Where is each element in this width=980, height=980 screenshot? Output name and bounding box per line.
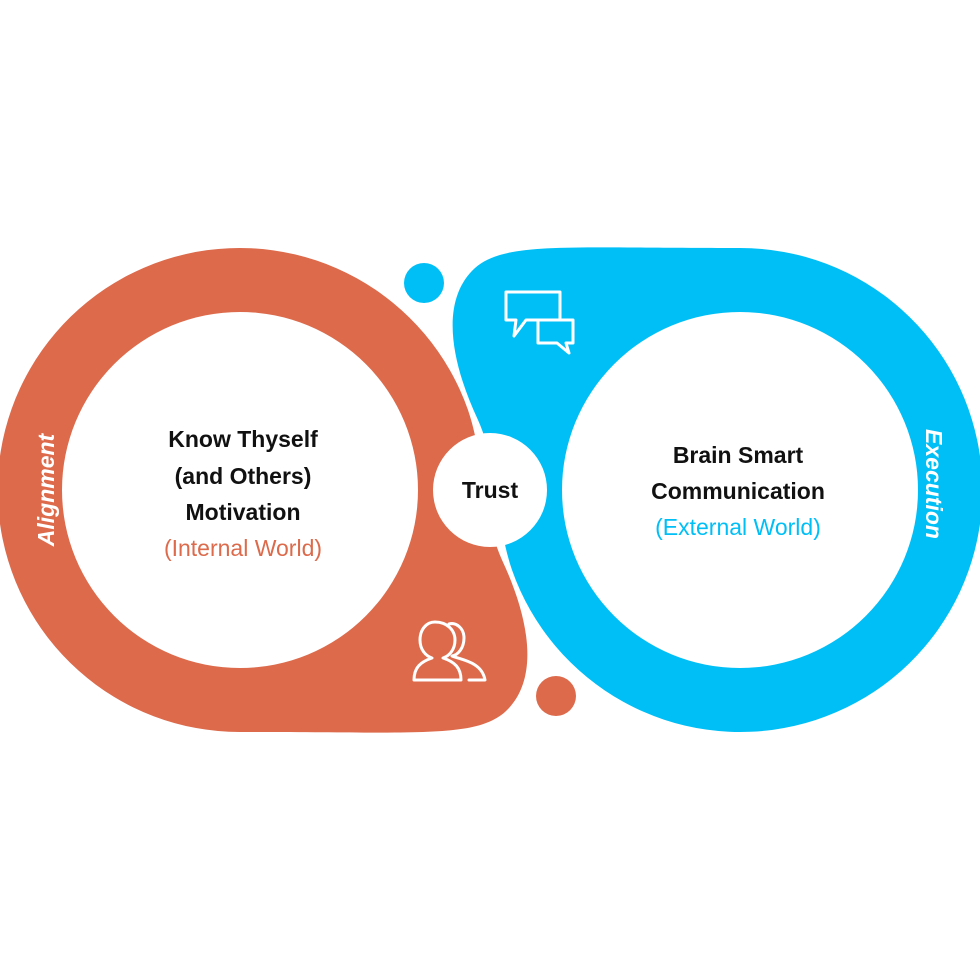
right-line-2: Communication	[651, 478, 825, 504]
blue-dot	[404, 263, 444, 303]
trust-circle	[433, 433, 547, 547]
alignment-label: Alignment	[33, 432, 59, 547]
right-line-1: Brain Smart	[673, 442, 804, 468]
execution-label: Execution	[921, 429, 947, 539]
left-subtitle: (Internal World)	[164, 535, 322, 561]
right-inner-circle	[562, 312, 918, 668]
left-line-2: (and Others)	[175, 463, 312, 489]
chat-bubbles-icon	[504, 290, 575, 355]
left-inner-circle	[62, 312, 418, 668]
trust-label: Trust	[462, 477, 519, 503]
left-line-3: Motivation	[186, 499, 301, 525]
orange-dot	[536, 676, 576, 716]
people-icon	[412, 620, 487, 682]
left-line-1: Know Thyself	[168, 426, 318, 452]
right-subtitle: (External World)	[655, 514, 821, 540]
